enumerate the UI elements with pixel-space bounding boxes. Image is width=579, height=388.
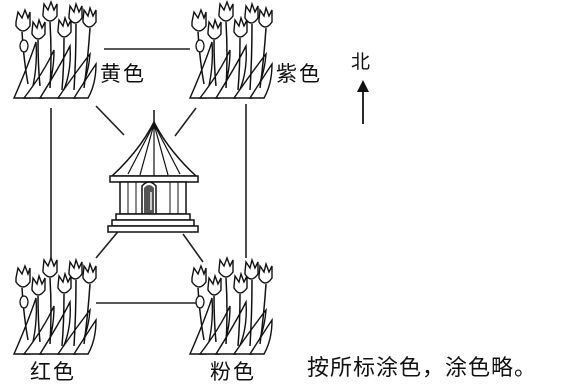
label-pink: 粉色 [210,360,256,384]
flowerbed-red [13,257,97,355]
flowerbed-pink [189,257,273,355]
pavilion-paths [95,105,204,263]
label-red: 红色 [30,360,76,384]
garden-paths [50,48,247,304]
flowerbed-purple [189,1,273,99]
flowerbed-yellow [13,1,97,99]
pavilion [107,110,199,233]
north-label: 北 [351,51,373,73]
label-purple: 紫色 [276,62,322,86]
label-yellow: 黄色 [100,62,146,86]
north-arrow [357,80,369,124]
instruction-note: 按所标涂色，涂色略。 [307,356,538,381]
